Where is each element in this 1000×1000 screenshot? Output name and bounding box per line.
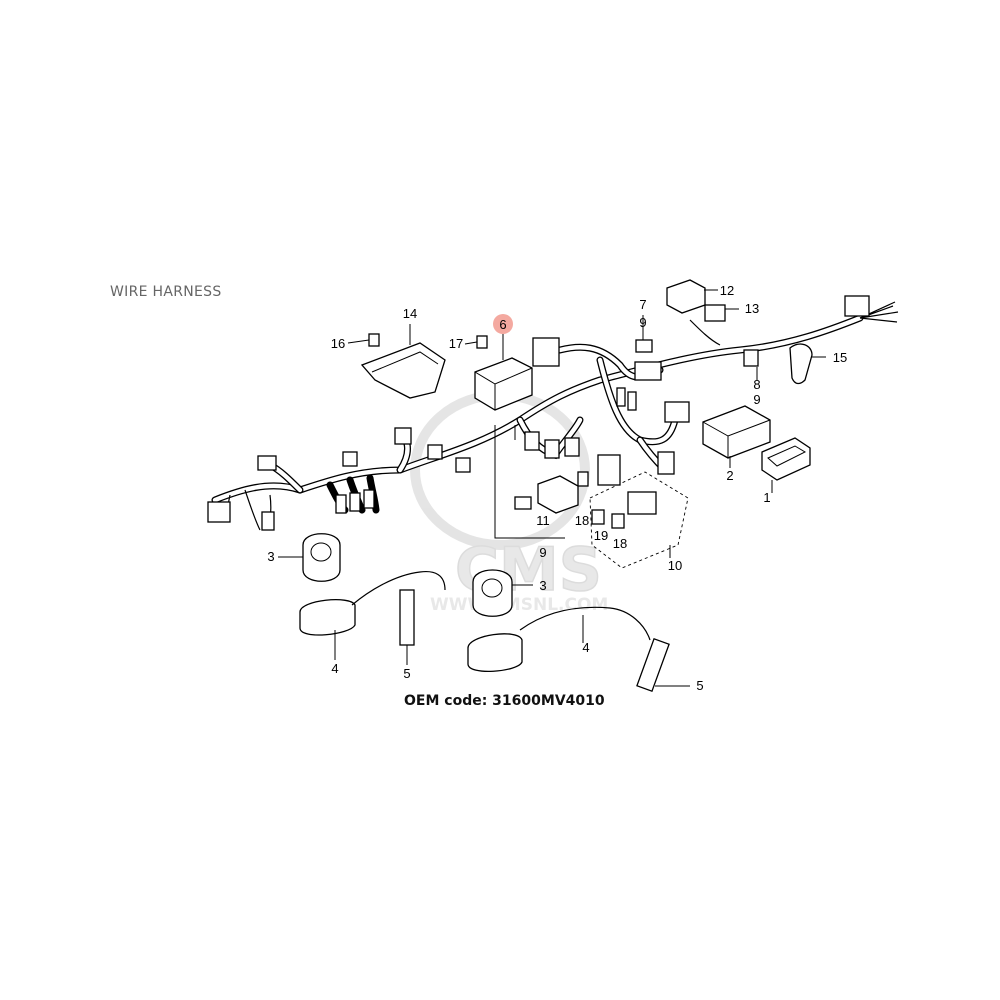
callout-7: 7 [639,297,646,312]
callout-11: 11 [536,513,550,528]
regulator-rectifier [761,437,811,481]
relay-12 [666,279,706,314]
part-7 [635,339,653,353]
clamp-3-right [472,569,513,617]
callout-6-highlight [493,314,513,334]
cdi-unit [702,405,771,459]
callout-9-top: 9 [639,315,646,330]
callout-9-right: 9 [753,392,760,407]
diagram-title: WIRE HARNESS [110,284,222,300]
callout-1: 1 [763,490,770,505]
callout-4-right: 4 [582,640,589,655]
callout-5-right: 5 [696,678,703,693]
band-15 [789,343,813,385]
callout-3-right: 3 [539,578,546,593]
callouts: 1 2 3 3 4 4 5 5 6 7 8 9 9 9 10 11 12 13 … [267,283,847,693]
callout-5-left: 5 [403,666,410,681]
ignition-coil-left [299,570,446,646]
callout-3-left: 3 [267,549,274,564]
leader-lines [278,289,826,687]
callout-10: 10 [668,558,682,573]
ignition-coil-right [467,606,670,693]
callout-13: 13 [745,301,759,316]
fuse-box-group [577,454,689,569]
callout-8: 8 [753,377,760,392]
callout-4-left: 4 [331,661,338,676]
oem-code-label: OEM code: 31600MV4010 [404,693,605,709]
callout-19: 19 [594,528,608,543]
watermark-logo: CMS [455,535,602,605]
callout-2: 2 [726,468,733,483]
starter-relay [494,425,579,539]
control-unit-6 [474,357,533,411]
harness-connectors [207,295,870,531]
callout-14: 14 [403,306,417,321]
watermark-url: WWW.CMSNL.COM [430,595,608,615]
part-8 [743,349,759,367]
bolt-17 [476,335,488,349]
callout-12: 12 [720,283,734,298]
callout-6: 6 [499,317,506,332]
relay-13 [704,304,726,322]
main-harness [211,301,899,531]
callout-16: 16 [331,336,345,351]
callout-18-right: 18 [613,536,627,551]
callout-9-bottom: 9 [539,545,546,560]
bracket-14 [360,342,446,399]
callout-17: 17 [449,336,463,351]
bolt-16 [368,333,380,347]
callout-15: 15 [833,350,847,365]
clamp-3-left [302,533,341,582]
callout-18-left: 18 [575,513,589,528]
